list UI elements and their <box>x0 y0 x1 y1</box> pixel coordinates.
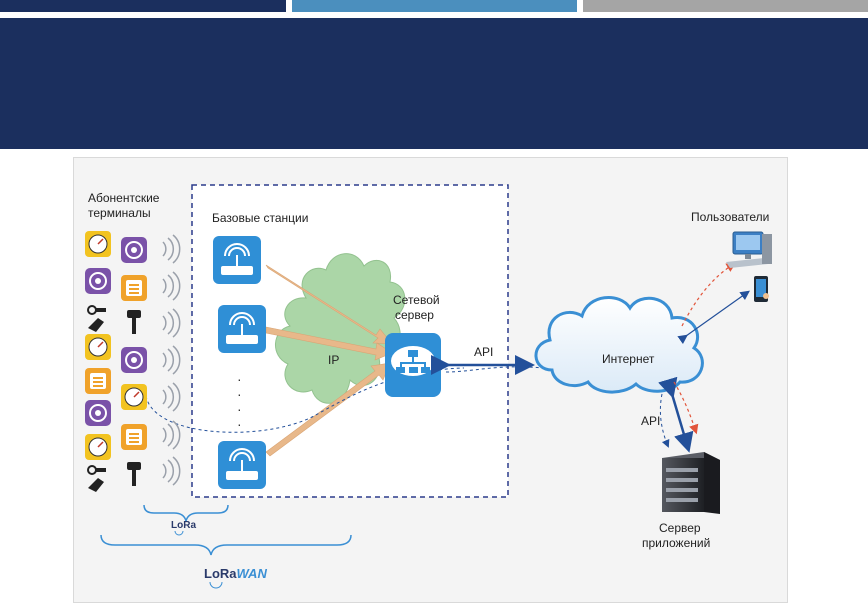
internet-cloud <box>534 296 704 394</box>
svg-text:LoRa: LoRa <box>171 520 196 531</box>
accent-bar-gray <box>583 0 868 12</box>
station-links <box>265 264 393 457</box>
lora-logo: LoRa <box>171 520 196 536</box>
api-label-internet: API <box>474 345 493 359</box>
network-server-label-line-1: Сетевой <box>393 293 440 307</box>
device-sensor-3 <box>121 237 147 263</box>
users-label: Пользователи <box>691 210 769 224</box>
device-counter-3 <box>121 424 147 450</box>
base-station-3 <box>218 441 266 489</box>
device-sensor-2 <box>85 400 111 426</box>
base-station-2 <box>218 305 266 353</box>
device-street-lamp-1 <box>127 310 141 334</box>
device-meter-3 <box>85 434 111 460</box>
device-meter-1 <box>85 231 111 257</box>
terminals-label-line-1: Абонентские <box>88 191 160 205</box>
lora-brace <box>143 504 229 522</box>
network-server-icon <box>385 333 441 397</box>
device-meter-2 <box>85 334 111 360</box>
architecture-diagram: · · · · <box>85 184 772 589</box>
lorawan-architecture-figure: · · · · <box>73 157 788 603</box>
ip-label: IP <box>328 353 339 367</box>
link-station-1 <box>265 264 393 345</box>
api-label-app-server: API <box>641 414 660 428</box>
terminals-label-line-2: терминалы <box>88 206 151 220</box>
ellipsis-4: · <box>237 416 242 432</box>
lorawan-brace <box>100 534 352 556</box>
lorawan-logo: LoRaWAN <box>204 566 267 589</box>
accent-bar-blue <box>292 0 577 12</box>
device-sensor-4 <box>121 347 147 373</box>
base-stations-label: Базовые станции <box>212 211 308 225</box>
internet-desktop-link <box>681 262 737 327</box>
device-street-lamp-2 <box>127 462 141 486</box>
base-station-1 <box>213 236 261 284</box>
svg-text:LoRaWAN: LoRaWAN <box>204 566 267 581</box>
ellipsis-1: · <box>237 371 242 387</box>
application-server-icon <box>662 452 720 514</box>
title-header <box>0 18 868 149</box>
device-counter-1 <box>85 368 111 394</box>
device-robot-arm-2 <box>87 465 106 492</box>
internet-app-server-link <box>658 376 694 453</box>
device-counter-2 <box>121 275 147 301</box>
internet-app-server-red <box>673 381 699 435</box>
radio-wave-icons <box>162 234 181 486</box>
server-internet-dashed <box>445 366 545 373</box>
device-sensor-1 <box>85 268 111 294</box>
app-server-label-line-1: Сервер <box>659 521 701 535</box>
ellipsis-2: · <box>237 386 242 402</box>
link-station-2 <box>265 326 393 361</box>
internet-phone-link <box>677 290 750 345</box>
network-server-label-line-2: сервер <box>395 308 434 322</box>
device-meter-4 <box>121 384 147 410</box>
internet-label: Интернет <box>602 352 655 366</box>
app-server-label-line-2: приложений <box>642 536 710 550</box>
device-robot-arm-1 <box>87 305 106 332</box>
desktop-computer-icon <box>726 231 772 268</box>
ellipsis-3: · <box>237 401 242 417</box>
api-app-server-dashed <box>659 393 670 448</box>
smartphone-icon <box>754 276 769 302</box>
accent-bar-dark <box>0 0 286 12</box>
